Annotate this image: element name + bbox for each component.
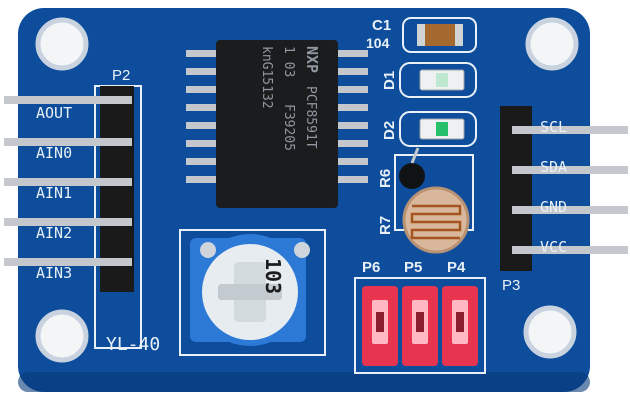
pin-label-sda: SDA bbox=[540, 158, 567, 176]
pin-label-ain0: AIN0 bbox=[36, 144, 72, 162]
chip-logo: NXP bbox=[303, 46, 321, 73]
jumper-p6 bbox=[362, 286, 398, 366]
chip-marking-line1: PCF8591T bbox=[303, 86, 318, 149]
pin-label-ain1: AIN1 bbox=[36, 184, 72, 202]
chip-marking-line2: 1 03 bbox=[281, 46, 296, 77]
jumper-p4-label: P4 bbox=[447, 259, 466, 276]
d2-label: D2 bbox=[381, 121, 398, 140]
jumper-p5 bbox=[402, 286, 438, 366]
pcb-edge-shadow bbox=[18, 372, 590, 392]
pin-label-scl: SCL bbox=[540, 118, 567, 136]
pin-label-vcc: VCC bbox=[540, 238, 567, 256]
capacitor-c1 bbox=[417, 24, 463, 46]
r6-label: R6 bbox=[377, 169, 394, 188]
pin-label-ain2: AIN2 bbox=[36, 224, 72, 242]
thermistor-r6 bbox=[399, 147, 425, 189]
pin-label-gnd: GND bbox=[540, 198, 567, 216]
jumper-p6-label: P6 bbox=[362, 259, 380, 276]
board-name-label: YL-40 bbox=[106, 334, 160, 355]
trimmer-potentiometer bbox=[190, 234, 310, 346]
pin-label-ain3: AIN3 bbox=[36, 264, 72, 282]
chip-legs bbox=[186, 50, 368, 183]
chip-marking-line3: F39205 bbox=[281, 104, 296, 151]
trimmer-marking: 103 bbox=[261, 258, 285, 294]
header-p3-label: P3 bbox=[502, 277, 520, 294]
d1-label: D1 bbox=[381, 71, 398, 90]
right-pin-header bbox=[500, 106, 628, 271]
left-pin-header bbox=[4, 86, 134, 292]
led-d2 bbox=[419, 118, 465, 140]
r7-label: R7 bbox=[377, 216, 394, 235]
c1-value: 104 bbox=[366, 35, 390, 51]
pin-label-aout: AOUT bbox=[36, 104, 72, 122]
jumper-p4 bbox=[442, 286, 478, 366]
photoresistor-r7 bbox=[402, 186, 470, 254]
chip-marking-line4: knG15132 bbox=[259, 46, 274, 109]
jumper-p5-label: P5 bbox=[404, 259, 422, 276]
c1-label: C1 bbox=[372, 17, 391, 34]
led-d1 bbox=[419, 69, 465, 91]
pcf8591-chip bbox=[216, 40, 338, 208]
header-p2-label: P2 bbox=[112, 67, 130, 84]
mounting-holes bbox=[35, 17, 579, 363]
